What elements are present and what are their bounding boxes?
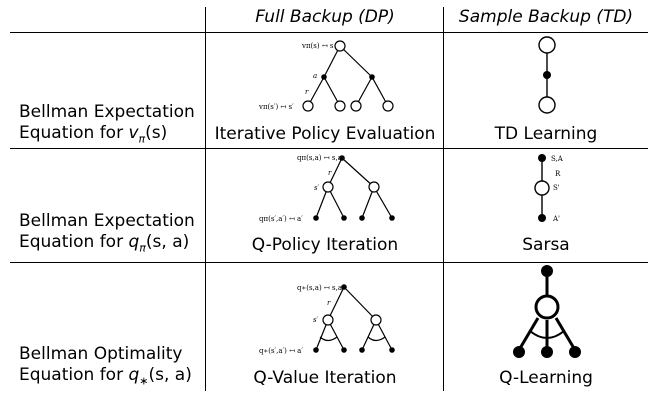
action-node (341, 215, 347, 221)
action-node (313, 347, 319, 353)
max-arc (367, 336, 386, 342)
row-rule-2 (10, 262, 648, 263)
column-divider-right (443, 7, 444, 391)
row-rule-1 (10, 148, 648, 149)
state-node (302, 100, 314, 112)
state-label: s′ (313, 316, 319, 324)
state-node (534, 294, 560, 320)
caption-td-learning: TD Learning (494, 124, 598, 144)
reward-label: r (305, 88, 309, 96)
state-node (322, 314, 334, 326)
row-label-3: Bellman Optimality Equation for q∗(s, a) (19, 344, 192, 391)
leaf-label: qπ(s′,a′) ↤ a′ (259, 215, 303, 223)
column-divider-left (205, 7, 206, 391)
root-label: vπ(s) ↤ s (301, 42, 334, 50)
action-label: a (313, 72, 317, 80)
action-node (313, 215, 319, 221)
row-label-2: Bellman Expectation Equation for qπ(s, a… (19, 211, 195, 258)
row-label-1: Bellman Expectation Equation for vπ(s) (19, 102, 195, 149)
action-node (389, 347, 395, 353)
next-action-label: A' (552, 215, 560, 223)
state-node (322, 181, 334, 193)
row-label-3-line1: Bellman Optimality (19, 344, 183, 364)
header-full-backup: Full Backup (DP) (255, 7, 395, 27)
caption-sarsa: Sarsa (522, 235, 570, 255)
reward-label: R (555, 170, 561, 178)
state-node (334, 100, 346, 112)
action-node (569, 346, 581, 358)
action-node (389, 215, 395, 221)
action-node (359, 347, 365, 353)
header-rule (10, 32, 648, 33)
row-label-1-line2: Equation for vπ(s) (19, 123, 168, 146)
state-node (368, 181, 380, 193)
state-node (534, 180, 550, 196)
action-node (541, 346, 553, 358)
state-label: S' (553, 184, 560, 192)
action-node (339, 155, 345, 161)
state-node (538, 96, 556, 114)
caption-q-policy-iteration: Q-Policy Iteration (251, 235, 399, 255)
caption-iterative-policy-evaluation: Iterative Policy Evaluation (214, 124, 436, 144)
action-node (321, 74, 327, 80)
row-label-2-line2: Equation for qπ(s, a) (19, 232, 190, 255)
action-node (538, 214, 546, 222)
action-node (341, 284, 347, 290)
state-node (370, 314, 382, 326)
sa-label: S,A (551, 155, 564, 163)
reward-label: r (327, 299, 331, 307)
root-label: qπ(s,a) ↤ s,a (297, 154, 342, 162)
caption-q-value-iteration: Q-Value Iteration (253, 368, 397, 388)
leaf-label: vπ(s′) ↤ s′ (258, 103, 294, 111)
action-node (513, 346, 525, 358)
root-label: q∗(s,a) ↤ s,a (297, 284, 342, 292)
leaf-label: q∗(s′,a′) ↤ a′ (259, 347, 303, 355)
action-node (341, 347, 347, 353)
max-arc (529, 330, 565, 339)
max-arc (319, 336, 338, 342)
state-node (538, 36, 556, 54)
action-node (543, 71, 551, 79)
action-node (541, 265, 553, 277)
caption-q-learning: Q-Learning (499, 368, 593, 388)
state-label: s′ (314, 184, 320, 192)
state-node (334, 40, 346, 52)
reward-label: r (328, 169, 332, 177)
state-node (350, 100, 362, 112)
state-node (382, 100, 394, 112)
action-node (369, 74, 375, 80)
row-label-2-line1: Bellman Expectation (19, 211, 195, 231)
action-node (359, 215, 365, 221)
row-label-1-line1: Bellman Expectation (19, 102, 195, 122)
row-label-3-line2: Equation for q∗(s, a) (19, 365, 192, 388)
header-sample-backup: Sample Backup (TD) (458, 7, 634, 27)
action-node (538, 154, 546, 162)
